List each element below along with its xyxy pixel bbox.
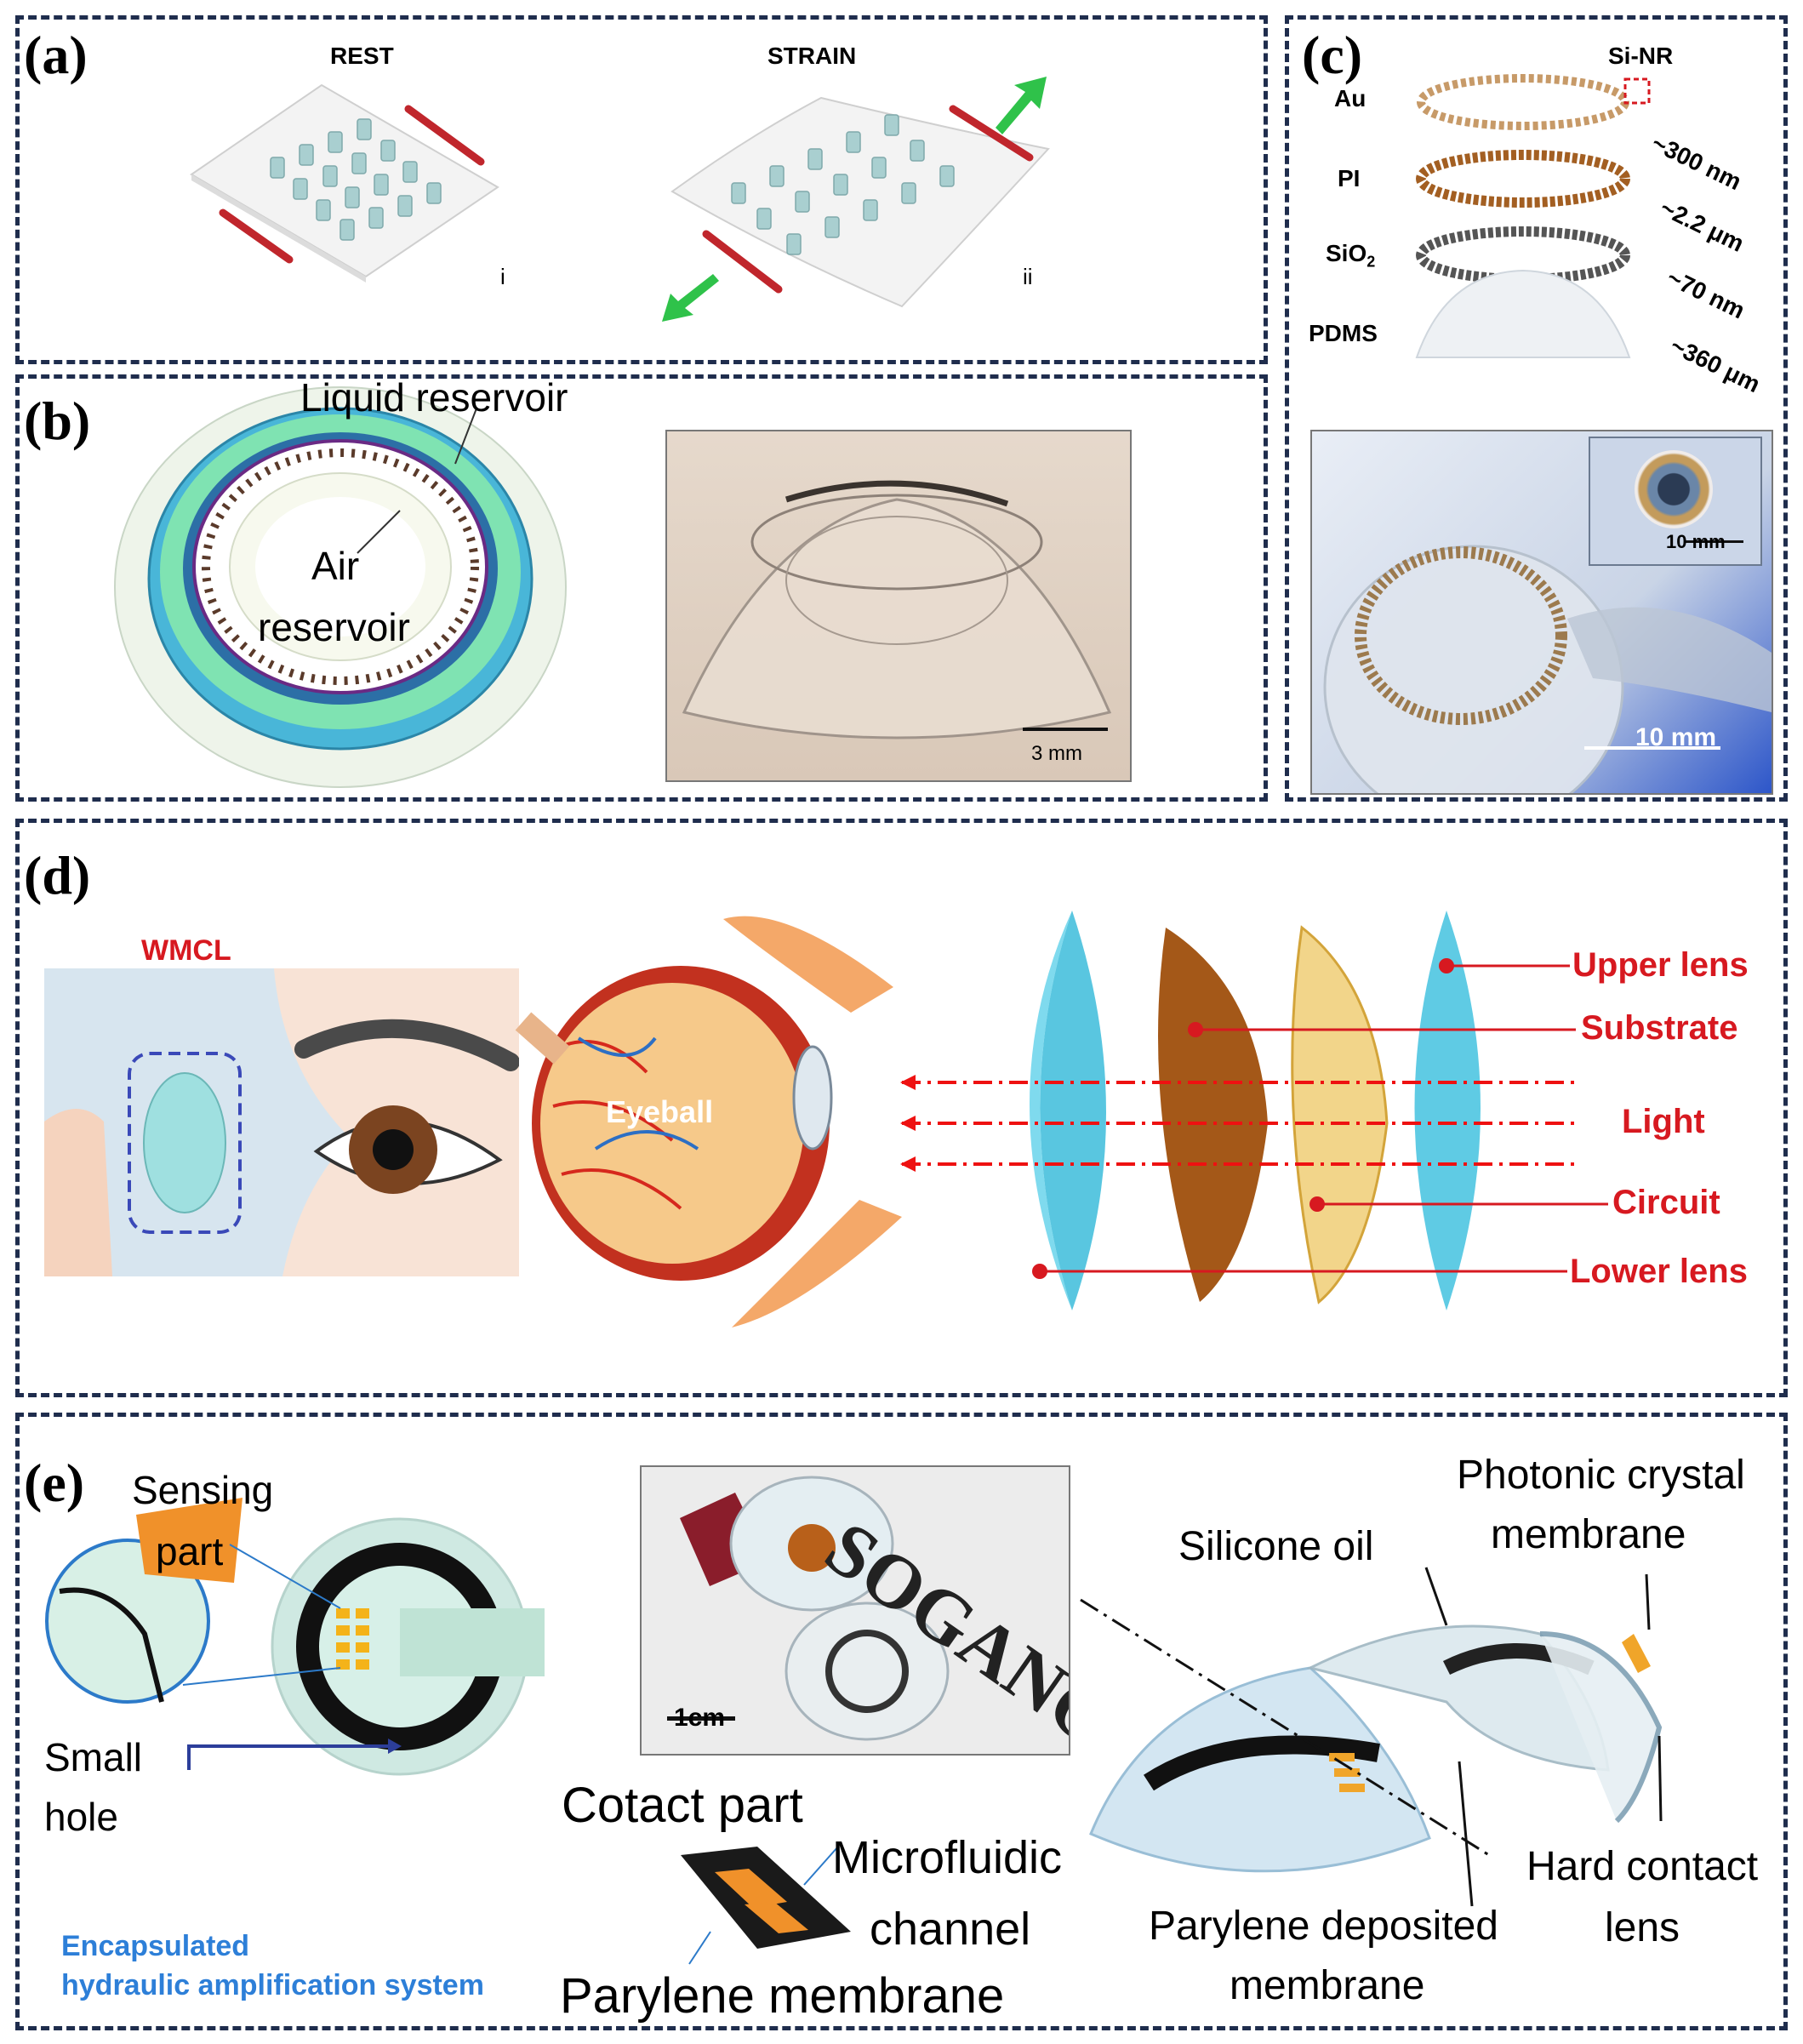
sogang-lens-photo: SOGANG: [640, 1465, 1070, 1756]
smart-lens-photo: [1310, 430, 1773, 795]
panel-a-letter: (a): [24, 25, 88, 85]
eyeball-label: Eyeball: [606, 1094, 714, 1129]
light-label: Light: [1622, 1103, 1705, 1140]
small-hole-label-line1: Small: [44, 1735, 143, 1779]
strain-label: STRAIN: [767, 43, 857, 69]
face-illustration: [44, 968, 519, 1276]
b-scale-label: 3 mm: [1031, 742, 1082, 765]
substrate-label: Substrate: [1581, 1009, 1738, 1047]
liquid-reservoir-label: Liquid reservoir: [300, 375, 568, 420]
panel-c: [1285, 15, 1788, 802]
photonic-label-line2: membrane: [1491, 1512, 1686, 1557]
c-inset-scale: 10 mm: [1666, 531, 1726, 552]
rest-label: REST: [330, 43, 394, 69]
circuit-label: Circuit: [1612, 1184, 1720, 1221]
microfluidic-label-line2: channel: [870, 1904, 1031, 1955]
microfluidic-label-line1: Microfluidic: [832, 1832, 1063, 1883]
sub-label-i: i: [500, 264, 505, 289]
parylene-membrane-label: Parylene membrane: [560, 1968, 1005, 2024]
lower-lens-label: Lower lens: [1570, 1253, 1748, 1290]
air-label-line2: reservoir: [258, 605, 410, 649]
parylene-deposited-label-line2: membrane: [1230, 1963, 1425, 2008]
panel-a: [15, 15, 1268, 364]
panel-e: [15, 1413, 1788, 2030]
sub-label-ii: ii: [1023, 264, 1033, 289]
contact-lens-photo: [665, 430, 1132, 782]
upper-lens-label: Upper lens: [1572, 946, 1749, 984]
air-label-line1: Air: [311, 544, 360, 588]
sinr-label: Si-NR: [1608, 43, 1674, 69]
hard-lens-label-line2: lens: [1605, 1905, 1680, 1950]
sensing-label-line1: Sensing: [132, 1468, 274, 1512]
pi-label: PI: [1338, 165, 1361, 191]
eye-inset: [1589, 437, 1762, 566]
small-hole-label-line2: hole: [44, 1795, 118, 1839]
sensing-label-line2: part: [156, 1529, 224, 1573]
encapsulated-label-line1: Encapsulated: [61, 1930, 250, 1962]
encapsulated-label-line2: hydraulic amplification system: [61, 1969, 484, 2001]
panel-d: [15, 819, 1788, 1397]
e-scale-label: 1cm: [674, 1704, 726, 1732]
c-scale-label: 10 mm: [1635, 723, 1717, 751]
panel-e-letter: (e): [24, 1453, 85, 1513]
hard-lens-label-line1: Hard contact: [1526, 1844, 1759, 1889]
scale-bar: [1023, 728, 1108, 731]
silicone-oil-label: Silicone oil: [1178, 1524, 1374, 1569]
parylene-deposited-label-line1: Parylene deposited: [1149, 1904, 1498, 1949]
wmcl-label: WMCL: [141, 934, 231, 967]
au-label: Au: [1334, 85, 1367, 111]
photonic-label-line1: Photonic crystal: [1457, 1453, 1745, 1498]
panel-b: [15, 374, 1268, 802]
pdms-label: PDMS: [1309, 320, 1378, 346]
panel-b-letter: (b): [24, 391, 91, 451]
panel-c-letter: (c): [1302, 25, 1363, 85]
sio2-label: SiO2: [1326, 240, 1376, 271]
panel-d-letter: (d): [24, 845, 91, 905]
contact-part-label: Cotact part: [562, 1778, 803, 1833]
